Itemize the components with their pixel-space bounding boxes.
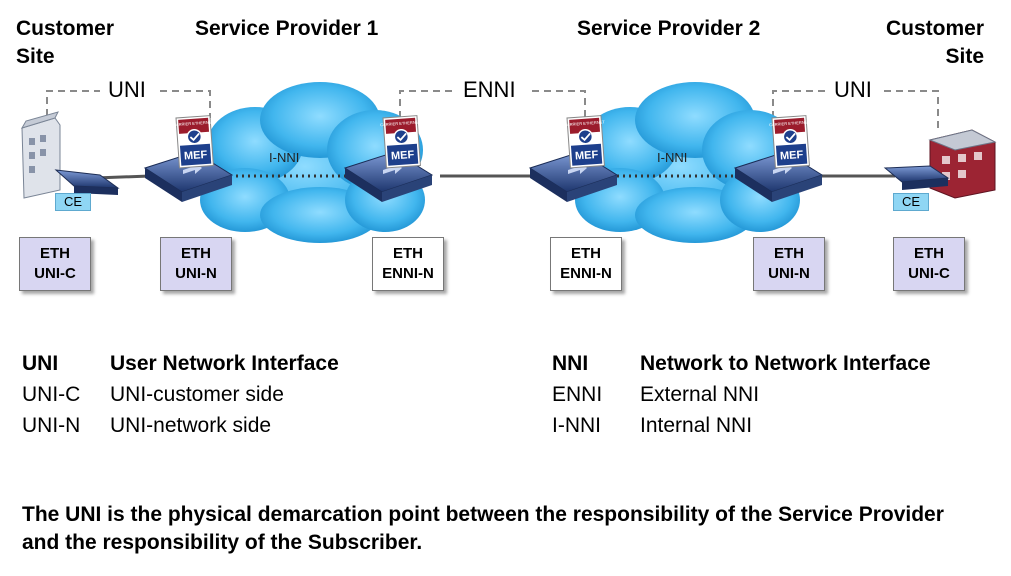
eth-box-line2: ENNI-N	[382, 265, 434, 282]
legend-row: NNI Network to Network Interface	[552, 350, 931, 378]
customer-building-left-icon	[20, 111, 120, 199]
ce-label-right: CE	[893, 193, 929, 211]
legend-uni: UNI User Network Interface UNI-C UNI-cus…	[22, 350, 339, 440]
legend-nni: NNI Network to Network Interface ENNI Ex…	[552, 350, 931, 440]
footer-statement: The UNI is the physical demarcation poin…	[22, 503, 944, 554]
interface-brackets	[46, 90, 939, 128]
badge-brand-text: MEF	[184, 149, 208, 163]
legend-term: I-NNI	[552, 414, 601, 437]
eth-box-uni-n-right: ETH UNI-N	[753, 237, 825, 291]
legend-term: ENNI	[552, 383, 603, 406]
uni-label-left: UNI	[102, 77, 152, 103]
ce-label-left: CE	[55, 193, 91, 211]
uni-label-right: UNI	[828, 77, 878, 103]
badge-top-text: CARRIER ETHERNET	[380, 119, 421, 127]
diagram-graphics: CARRIER ETHERNET MEF CARRIER ETHERNET ME…	[20, 82, 997, 243]
eth-box-line2: UNI-C	[34, 265, 76, 282]
legend-term: UNI-C	[22, 383, 81, 406]
badge-top-text: CARRIER ETHERNET	[564, 119, 605, 127]
mef-badge-icon: CARRIER ETHERNET MEF	[173, 115, 214, 169]
legend-row: UNI-C UNI-customer side	[22, 381, 339, 409]
eth-box-uni-c-right: ETH UNI-C	[893, 237, 965, 291]
legend-row: ENNI External NNI	[552, 381, 931, 409]
header-customer-site-left: Customer Site	[16, 17, 115, 68]
eth-box-line2: ENNI-N	[560, 265, 612, 282]
inni-label-sp1: I-NNI	[269, 150, 300, 165]
legend-desc: UNI-network side	[110, 414, 272, 437]
eth-box-line1: ETH	[914, 245, 944, 262]
inni-label-sp2: I-NNI	[657, 150, 688, 165]
eth-box-line1: ETH	[774, 245, 804, 262]
eth-box-line2: UNI-N	[768, 265, 810, 282]
eth-box-uni-c-left: ETH UNI-C	[19, 237, 91, 291]
mef-badge-icon: CARRIER ETHERNET MEF	[769, 115, 810, 169]
legend-row: UNI-N UNI-network side	[22, 412, 339, 440]
header-service-provider-2: Service Provider 2	[577, 17, 761, 40]
header-customer-site-right: Customer Site	[885, 17, 984, 68]
enni-label: ENNI	[457, 77, 522, 103]
eth-box-line1: ETH	[181, 245, 211, 262]
eth-box-enni-n-right: ETH ENNI-N	[550, 237, 622, 291]
legend-desc: Internal NNI	[640, 414, 753, 437]
header-service-provider-1: Service Provider 1	[195, 17, 379, 40]
legend-desc: External NNI	[640, 383, 760, 406]
eth-box-line2: UNI-C	[908, 265, 950, 282]
badge-brand-text: MEF	[391, 149, 415, 163]
eth-box-line1: ETH	[393, 245, 423, 262]
eth-box-line2: UNI-N	[175, 265, 217, 282]
badge-top-text: CARRIER ETHERNET	[769, 119, 810, 127]
mef-badge-icon: CARRIER ETHERNET MEF	[380, 115, 421, 169]
legend-term: UNI-N	[22, 414, 81, 437]
mef-badge-icon: CARRIER ETHERNET MEF	[564, 115, 605, 169]
customer-building-right-icon	[883, 129, 997, 199]
eth-box-enni-n-left: ETH ENNI-N	[372, 237, 444, 291]
badge-brand-text: MEF	[575, 149, 599, 163]
badge-top-text: CARRIER ETHERNET	[173, 119, 214, 127]
legend-term: NNI	[552, 352, 589, 375]
legend-term: UNI	[22, 352, 59, 375]
eth-box-uni-n-left: ETH UNI-N	[160, 237, 232, 291]
eth-box-line1: ETH	[40, 245, 70, 262]
legend-desc: UNI-customer side	[110, 383, 284, 406]
legend-desc: User Network Interface	[110, 352, 339, 375]
eth-box-line1: ETH	[571, 245, 601, 262]
legend-row: UNI User Network Interface	[22, 350, 339, 378]
badge-brand-text: MEF	[780, 149, 804, 163]
legend-row: I-NNI Internal NNI	[552, 412, 931, 440]
legend-desc: Network to Network Interface	[640, 352, 931, 375]
